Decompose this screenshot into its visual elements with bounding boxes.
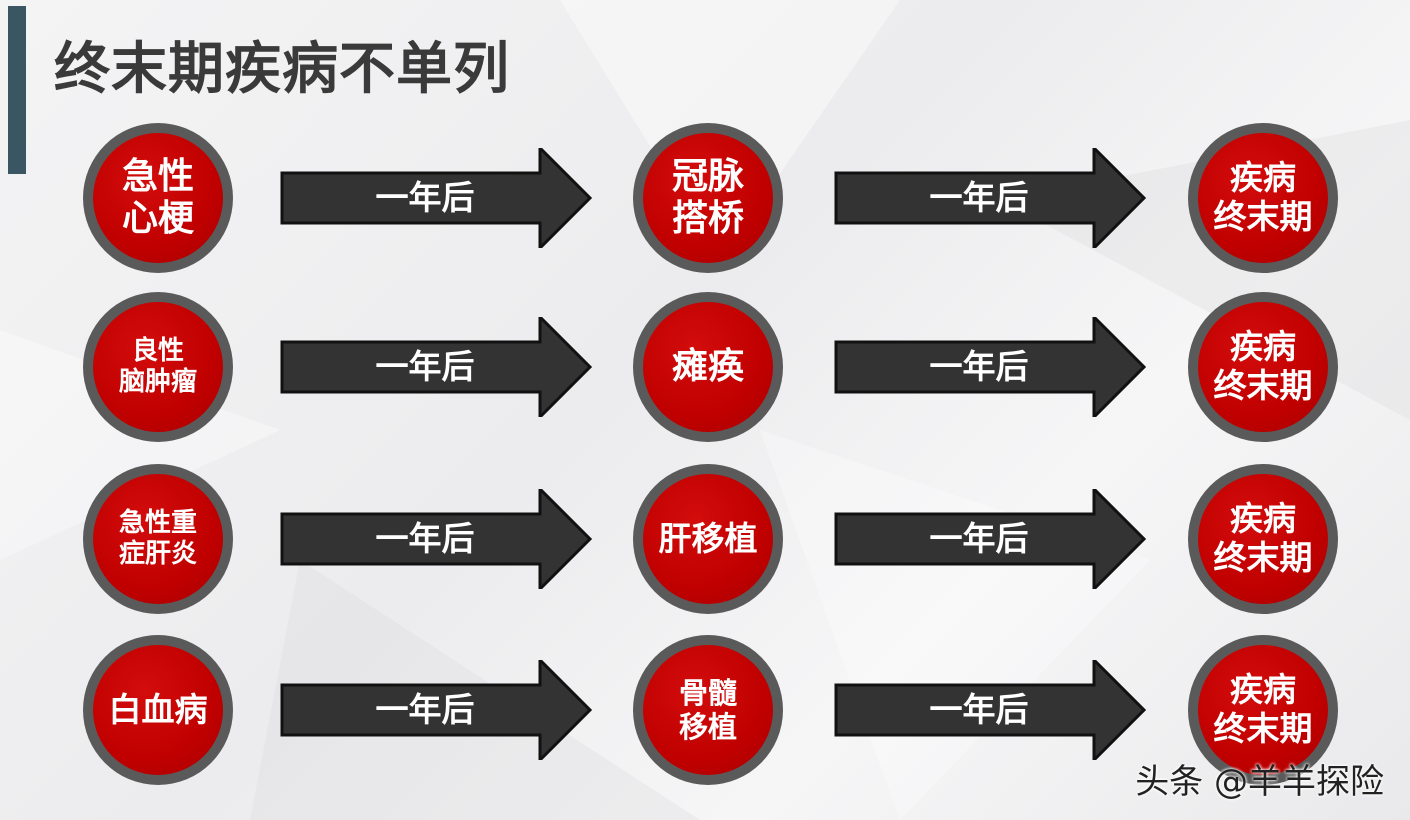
condition-circle-end: 疾病 终末期 bbox=[1188, 635, 1338, 785]
condition-circle-middle: 瘫痪 bbox=[633, 292, 783, 442]
node-line: 终末期 bbox=[1213, 366, 1313, 405]
condition-circle-middle: 冠脉 搭桥 bbox=[633, 123, 783, 273]
arrow-one-year-later: 一年后 bbox=[280, 660, 592, 760]
arrow-one-year-later: 一年后 bbox=[280, 317, 592, 417]
condition-circle-start: 良性 脑肿瘤 bbox=[83, 292, 233, 442]
node-line: 良性 bbox=[131, 336, 184, 367]
watermark: 头条 @羊羊探险 bbox=[1135, 762, 1384, 802]
node-line: 脑肿瘤 bbox=[118, 367, 197, 397]
right-arrow-icon bbox=[834, 660, 1146, 760]
right-arrow-icon bbox=[280, 148, 592, 248]
node-line: 疾病 bbox=[1230, 499, 1296, 539]
right-arrow-icon bbox=[280, 317, 592, 417]
arrow-label: 一年后 bbox=[375, 347, 475, 386]
arrow-label: 一年后 bbox=[929, 178, 1029, 217]
arrow-label: 一年后 bbox=[929, 347, 1029, 386]
node-line: 症肝炎 bbox=[118, 539, 197, 569]
arrow-one-year-later: 一年后 bbox=[834, 489, 1146, 589]
node-line: 急性 bbox=[121, 155, 194, 197]
flow-row-1: 急性 心梗 一年后 冠脉 搭桥 一年后 疾病 终末期 bbox=[0, 123, 1410, 273]
right-arrow-icon bbox=[834, 148, 1146, 248]
arrow-one-year-later: 一年后 bbox=[834, 660, 1146, 760]
condition-circle-start: 急性 心梗 bbox=[83, 123, 233, 273]
node-line: 终末期 bbox=[1213, 197, 1313, 236]
node-line: 搭桥 bbox=[671, 198, 744, 239]
condition-circle-end: 疾病 终末期 bbox=[1188, 123, 1338, 273]
condition-circle-end: 疾病 终末期 bbox=[1188, 292, 1338, 442]
arrow-label: 一年后 bbox=[375, 690, 475, 729]
flow-row-2: 良性 脑肿瘤 一年后 瘫痪 一年后 疾病 终末期 bbox=[0, 292, 1410, 442]
condition-circle-end: 疾病 终末期 bbox=[1188, 464, 1338, 614]
node-line: 急性重 bbox=[118, 508, 197, 539]
arrow-one-year-later: 一年后 bbox=[834, 317, 1146, 417]
right-arrow-icon bbox=[834, 489, 1146, 589]
node-line: 终末期 bbox=[1213, 709, 1313, 748]
title-accent-bar bbox=[8, 6, 26, 174]
arrow-label: 一年后 bbox=[929, 519, 1029, 558]
node-line: 终末期 bbox=[1213, 538, 1313, 577]
flow-row-4: 白血病 一年后 骨髓 移植 一年后 疾病 终末期 bbox=[0, 635, 1410, 785]
arrow-label: 一年后 bbox=[375, 178, 475, 217]
right-arrow-icon bbox=[280, 660, 592, 760]
node-line: 冠脉 bbox=[671, 155, 744, 197]
node-line: 移植 bbox=[678, 710, 737, 744]
node-line: 心梗 bbox=[121, 198, 194, 239]
condition-circle-start: 急性重 症肝炎 bbox=[83, 464, 233, 614]
page-title: 终末期疾病不单列 bbox=[54, 37, 510, 102]
condition-circle-middle: 骨髓 移植 bbox=[633, 635, 783, 785]
right-arrow-icon bbox=[280, 489, 592, 589]
node-line: 白血病 bbox=[108, 689, 208, 729]
node-line: 疾病 bbox=[1230, 327, 1296, 367]
flow-row-3: 急性重 症肝炎 一年后 肝移植 一年后 疾病 终末期 bbox=[0, 464, 1410, 614]
arrow-one-year-later: 一年后 bbox=[280, 148, 592, 248]
condition-circle-middle: 肝移植 bbox=[633, 464, 783, 614]
arrow-one-year-later: 一年后 bbox=[280, 489, 592, 589]
node-line: 肝移植 bbox=[658, 518, 758, 558]
arrow-one-year-later: 一年后 bbox=[834, 148, 1146, 248]
right-arrow-icon bbox=[834, 317, 1146, 417]
arrow-label: 一年后 bbox=[929, 690, 1029, 729]
node-line: 瘫痪 bbox=[671, 345, 744, 387]
arrow-label: 一年后 bbox=[375, 519, 475, 558]
condition-circle-start: 白血病 bbox=[83, 635, 233, 785]
node-line: 疾病 bbox=[1230, 158, 1296, 198]
node-line: 疾病 bbox=[1230, 670, 1296, 710]
node-line: 骨髓 bbox=[678, 675, 737, 710]
